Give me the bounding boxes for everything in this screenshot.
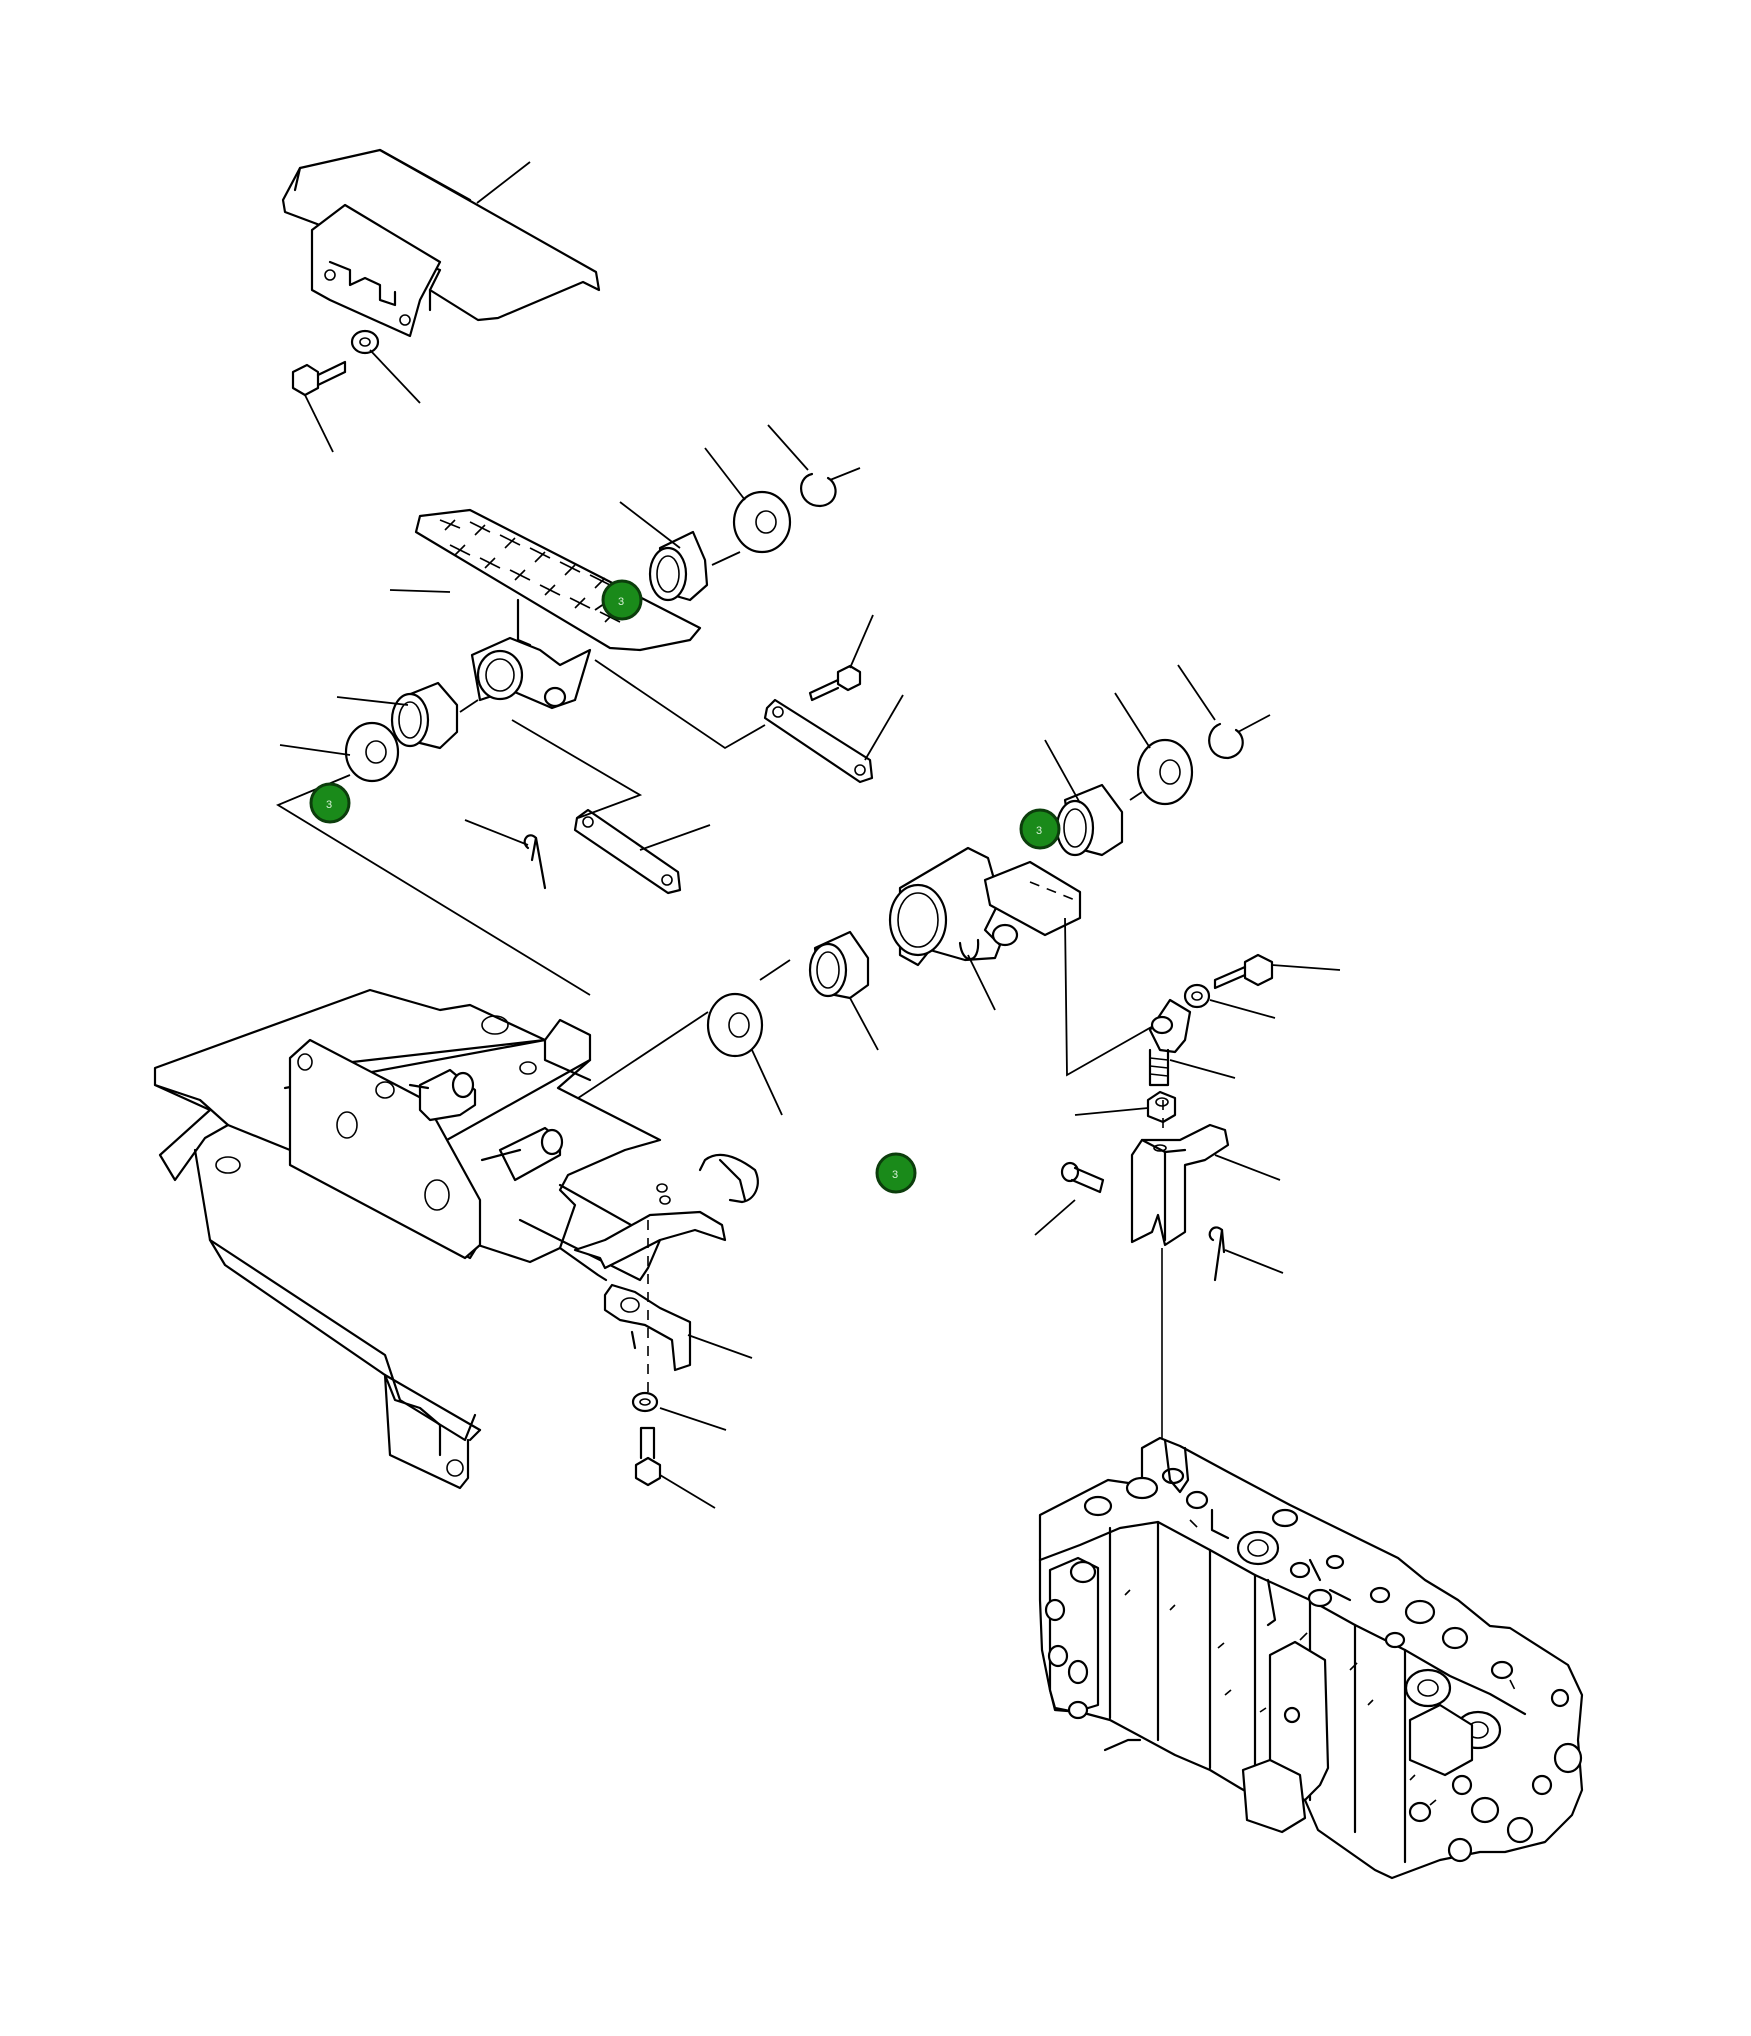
frame-bolt: [634, 1426, 716, 1509]
link-bolt: [808, 614, 874, 702]
leader-line: [476, 161, 531, 204]
frame-mounting-plate: [288, 1038, 564, 1260]
split-pin-left: [464, 819, 547, 890]
frame-bracket: [603, 1283, 753, 1372]
pedal-circlip-upper: [767, 424, 861, 508]
clevis: [1130, 1123, 1281, 1247]
lock-nut: [1074, 1090, 1177, 1124]
pivot-bushing-right: [1044, 739, 1143, 857]
pedal-bushing-upper: [594, 501, 741, 611]
pedal-washer-lower: [279, 721, 400, 783]
clevis-pin: [1034, 1161, 1105, 1236]
cover-plate: [281, 148, 601, 338]
control-valve-block: [1038, 1436, 1584, 1880]
pivot-tube: [888, 846, 1082, 1011]
pedal-bushing-lower: [336, 681, 479, 750]
pivot-circlip-right: [1177, 664, 1271, 760]
marker-c[interactable]: 3: [1019, 808, 1061, 850]
leader-line: [389, 589, 451, 593]
marker-b[interactable]: 3: [309, 782, 351, 824]
link-plate-middle: [511, 719, 711, 895]
link-plate-right: [594, 659, 904, 784]
marker-label: 3: [618, 596, 624, 608]
leader-line: [759, 959, 791, 981]
marker-label: 3: [326, 799, 332, 811]
pedal: [414, 508, 702, 710]
cover-washer: [350, 329, 421, 404]
marker-d[interactable]: 3: [875, 1152, 917, 1194]
rod-end-washer: [1183, 983, 1276, 1019]
rod-end: [1148, 998, 1236, 1087]
pedal-washer-upper: [704, 447, 792, 554]
cover-bolt: [291, 360, 347, 453]
split-pin-right: [1208, 1226, 1284, 1282]
leader-line: [1064, 917, 1156, 1077]
pivot-washer-left: [706, 992, 783, 1116]
pivot-washer-right: [1114, 692, 1194, 806]
pivot-bushing-left: [808, 930, 879, 1051]
marker-label: 3: [1036, 825, 1042, 837]
marker-label: 3: [892, 1169, 898, 1181]
marker-a[interactable]: 3: [601, 579, 643, 621]
rod-end-bolt: [1213, 953, 1341, 990]
frame-washer: [631, 1391, 727, 1431]
